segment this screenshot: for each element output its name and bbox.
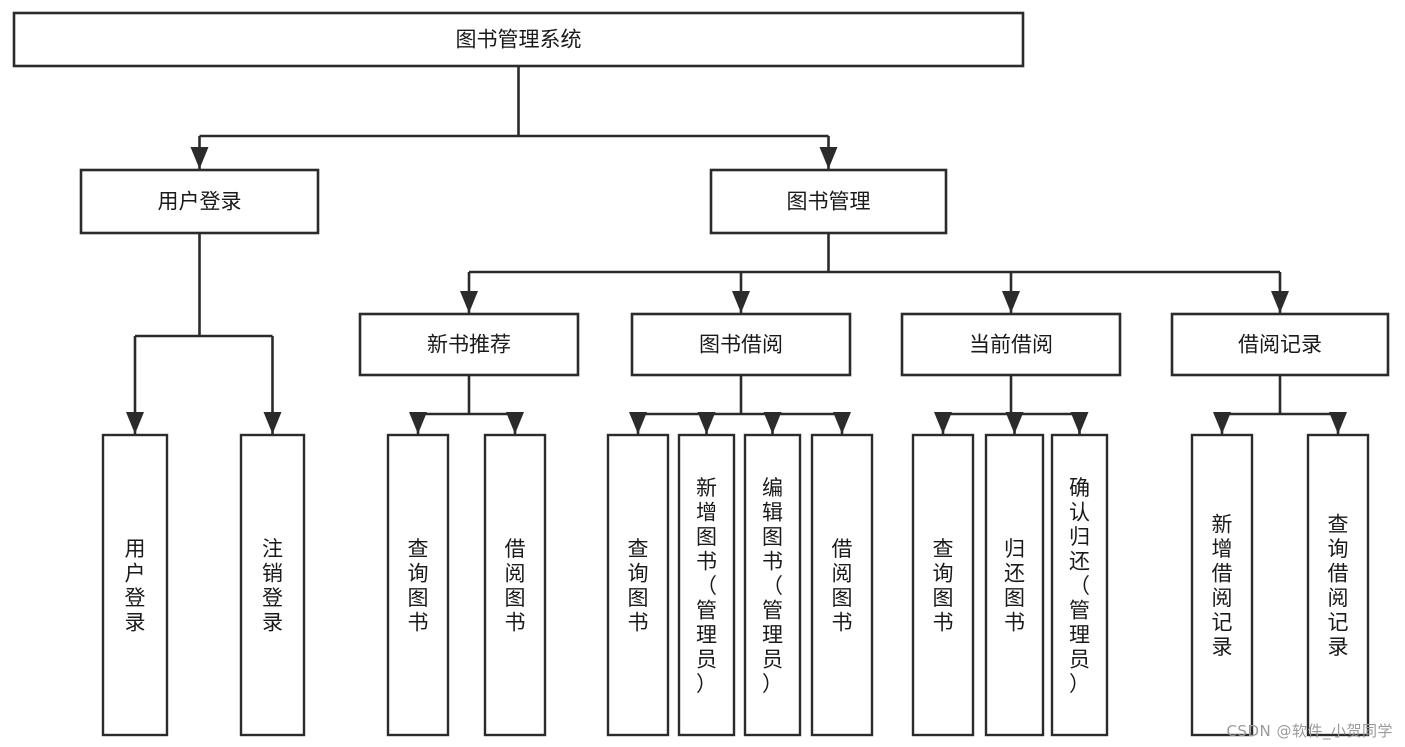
arrow-head-icon <box>1213 412 1231 434</box>
node-box <box>12 11 1025 68</box>
node-borrow-record[interactable]: 借阅记录 <box>1170 312 1390 377</box>
node-label: 新书推荐 <box>427 333 511 357</box>
node-label: 查询借阅记录 <box>1328 513 1349 660</box>
node-label: 借阅记录 <box>1238 333 1322 357</box>
node-label: 归还图书 <box>1004 537 1025 635</box>
arrow-head-icon <box>1005 412 1024 434</box>
node-leaf-query-book-1[interactable]: 查询图书 <box>386 433 450 737</box>
node-book-borrow[interactable]: 图书借阅 <box>630 312 852 377</box>
node-leaf-return-book[interactable]: 归还图书 <box>984 433 1045 737</box>
arrow-head-icon <box>697 412 716 434</box>
node-box <box>1306 433 1370 737</box>
node-box <box>911 433 975 737</box>
node-label: 图书管理 <box>787 190 871 214</box>
arrow-head-icon <box>629 412 647 434</box>
node-leaf-add-book[interactable]: 新增图书（管理员） <box>677 433 736 737</box>
node-leaf-add-record[interactable]: 新增借阅记录 <box>1190 433 1254 737</box>
node-user-login[interactable]: 用户登录 <box>79 168 320 235</box>
arrow-head-icon <box>190 147 209 169</box>
node-label: 用户登录 <box>158 190 242 214</box>
node-label: 查询图书 <box>628 537 649 635</box>
node-box <box>358 312 580 377</box>
node-current-borrow[interactable]: 当前借阅 <box>900 312 1122 377</box>
watermark-label: CSDN @软件_小贺同学 <box>1226 722 1393 740</box>
arrow-head-icon <box>833 412 851 434</box>
node-label: 确认归还（管理员） <box>1069 476 1090 696</box>
node-leaf-confirm-return[interactable]: 确认归还（管理员） <box>1050 433 1109 737</box>
node-leaf-user-logout[interactable]: 注销登录 <box>239 433 306 737</box>
node-root[interactable]: 图书管理系统 <box>12 11 1025 68</box>
node-leaf-borrow-book-2[interactable]: 借阅图书 <box>810 433 874 737</box>
node-box <box>984 433 1045 737</box>
node-box <box>79 168 320 235</box>
node-box <box>606 433 670 737</box>
arrow-head-icon <box>763 412 782 434</box>
arrow-head-icon <box>1271 291 1289 313</box>
node-leaf-edit-book[interactable]: 编辑图书（管理员） <box>743 433 802 737</box>
node-label: 查询图书 <box>933 537 954 635</box>
node-label: 注销登录 <box>262 537 283 635</box>
connector-edges <box>126 66 1347 434</box>
node-box <box>1170 312 1390 377</box>
node-label: 用户登录 <box>125 537 146 635</box>
arrow-head-icon <box>409 412 427 434</box>
node-label: 编辑图书（管理员） <box>762 476 783 696</box>
arrow-head-icon <box>819 147 838 169</box>
node-label: 当前借阅 <box>969 333 1053 357</box>
node-leaf-user-login[interactable]: 用户登录 <box>101 433 169 737</box>
node-label: 图书借阅 <box>699 333 783 357</box>
node-leaf-borrow-book-1[interactable]: 借阅图书 <box>483 433 547 737</box>
node-box <box>239 433 306 737</box>
node-box <box>677 433 736 737</box>
arrow-head-icon <box>1002 291 1020 313</box>
node-box <box>743 433 802 737</box>
node-book-manage[interactable]: 图书管理 <box>709 168 948 235</box>
node-box <box>810 433 874 737</box>
node-box <box>1050 433 1109 737</box>
node-box <box>630 312 852 377</box>
arrow-head-icon <box>934 412 952 434</box>
arrow-head-icon <box>1329 412 1347 434</box>
flowchart-nodes: 图书管理系统用户登录图书管理新书推荐图书借阅当前借阅借阅记录用户登录注销登录查询… <box>12 11 1390 737</box>
arrow-head-icon <box>263 412 282 434</box>
arrow-head-icon <box>732 291 750 313</box>
node-box <box>101 433 169 737</box>
node-box <box>1190 433 1254 737</box>
node-box <box>900 312 1122 377</box>
node-leaf-query-book-2[interactable]: 查询图书 <box>606 433 670 737</box>
node-label: 新增图书（管理员） <box>696 476 717 696</box>
arrow-head-icon <box>126 412 144 434</box>
node-label: 查询图书 <box>408 537 429 635</box>
node-label: 借阅图书 <box>505 537 526 635</box>
node-box <box>483 433 547 737</box>
node-box <box>386 433 450 737</box>
arrow-head-icon <box>1070 412 1089 434</box>
arrow-head-icon <box>460 291 478 313</box>
arrow-head-icon <box>506 412 524 434</box>
node-new-book-recommend[interactable]: 新书推荐 <box>358 312 580 377</box>
node-box <box>709 168 948 235</box>
node-leaf-query-book-3[interactable]: 查询图书 <box>911 433 975 737</box>
node-label: 图书管理系统 <box>456 28 582 52</box>
node-label: 新增借阅记录 <box>1212 513 1233 660</box>
node-leaf-query-record[interactable]: 查询借阅记录 <box>1306 433 1370 737</box>
node-label: 借阅图书 <box>832 537 853 635</box>
